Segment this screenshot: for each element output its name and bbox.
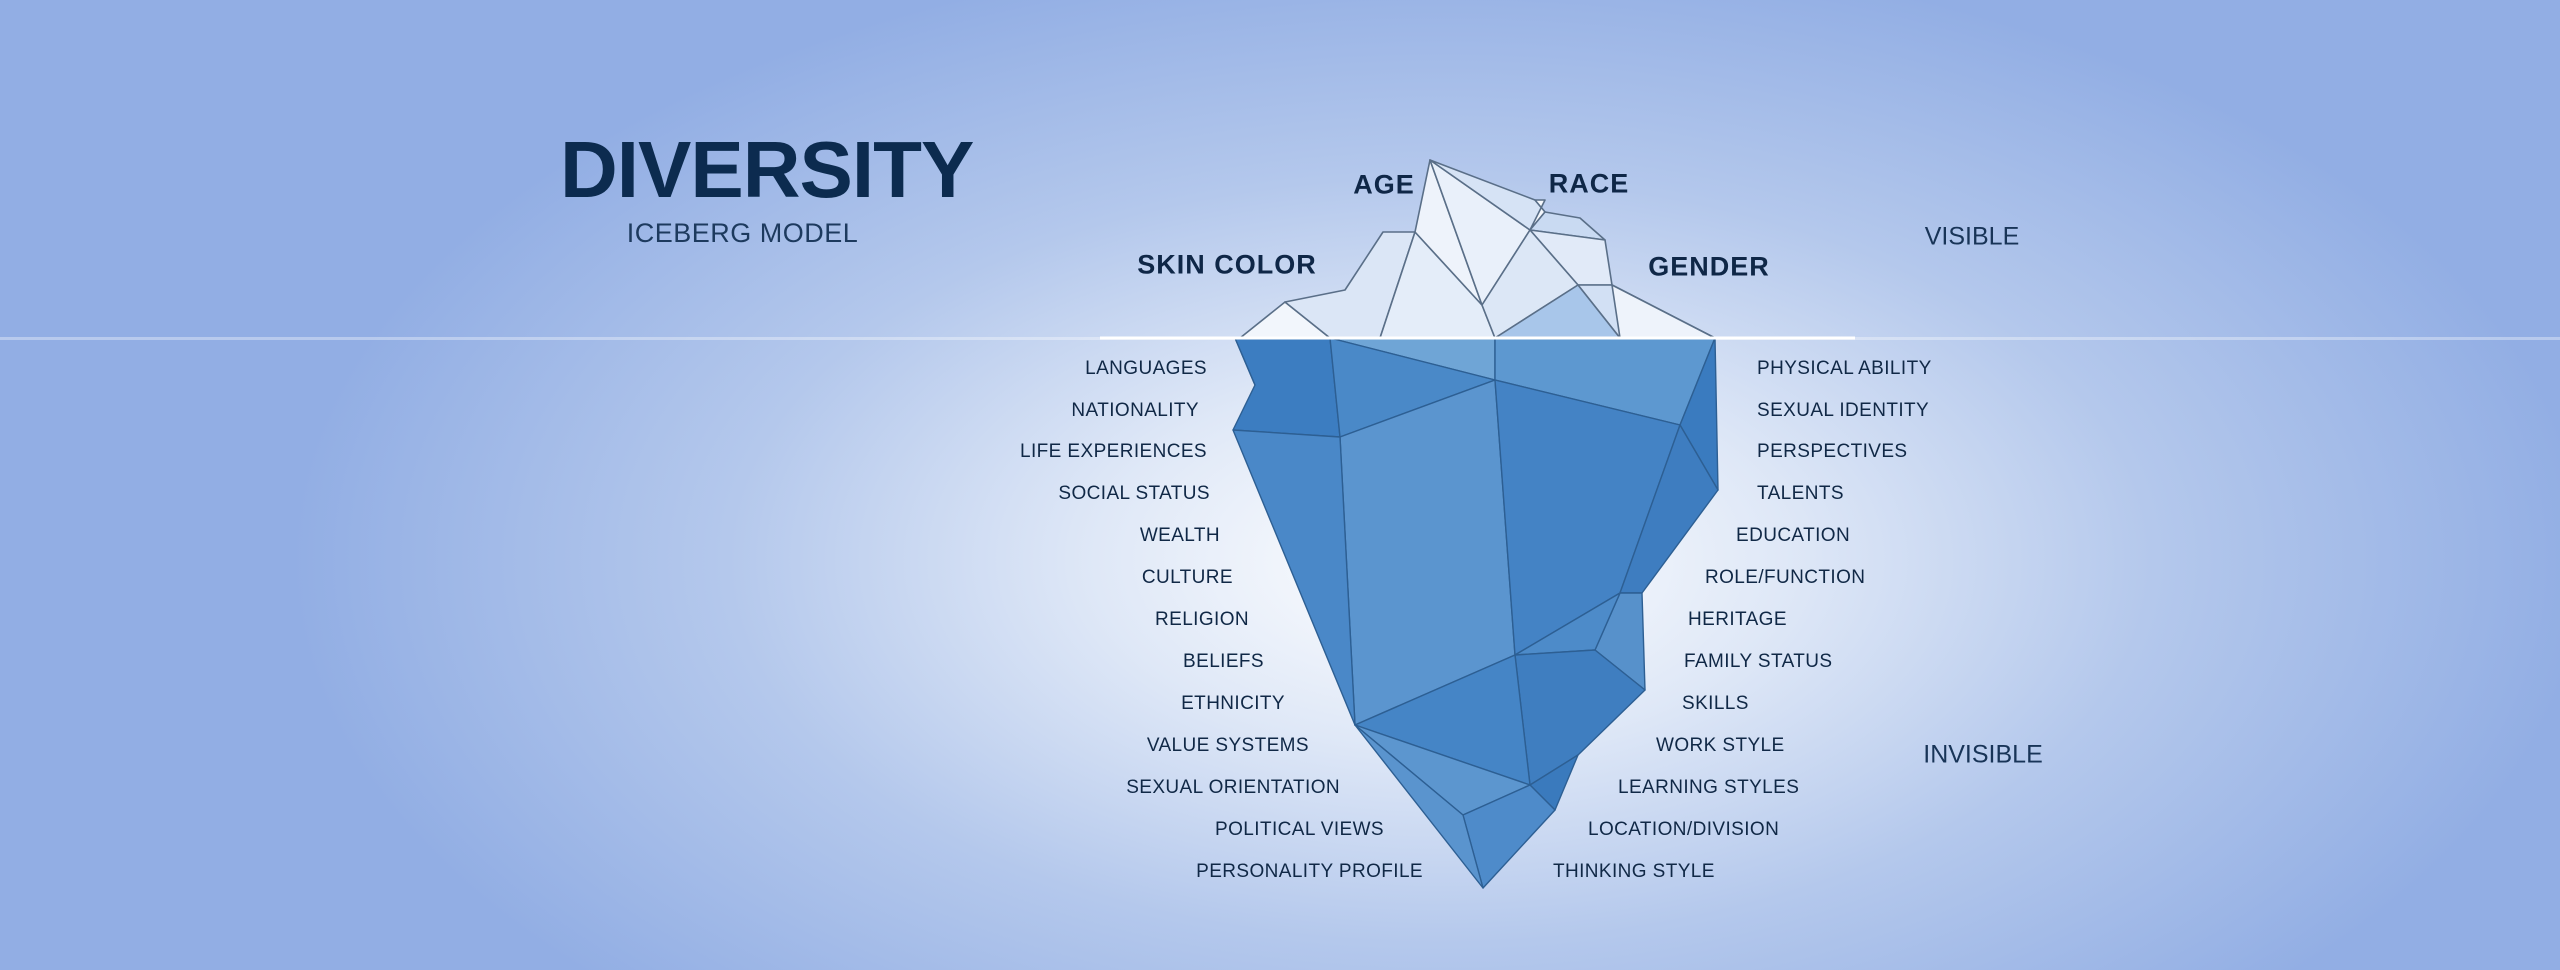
right-item-talents: TALENTS — [1757, 483, 1844, 504]
left-item-ethnicity: ETHNICITY — [1181, 693, 1285, 714]
trait-race: RACE — [1548, 168, 1630, 199]
left-item-sexual-orientation: SEXUAL ORIENTATION — [1126, 777, 1340, 798]
left-item-languages: LANGUAGES — [1085, 358, 1207, 379]
left-item-social-status: SOCIAL STATUS — [1058, 483, 1210, 504]
right-item-skills: SKILLS — [1682, 693, 1749, 714]
right-item-sexual-identity: SEXUAL IDENTITY — [1757, 400, 1930, 421]
right-item-heritage: HERITAGE — [1688, 609, 1787, 630]
right-item-family-status: FAMILY STATUS — [1684, 651, 1833, 672]
trait-skin-color: SKIN COLOR — [1137, 249, 1317, 280]
section-invisible: INVISIBLE — [1923, 740, 2043, 769]
right-item-thinking-style: THINKING STYLE — [1553, 861, 1715, 882]
title-block: DIVERSITY ICEBERG MODEL — [560, 125, 974, 249]
right-item-perspectives: PERSPECTIVES — [1757, 441, 1908, 462]
iceberg-body — [1232, 337, 1719, 889]
right-item-physical-ability: PHYSICAL ABILITY — [1757, 358, 1932, 379]
left-item-beliefs: BELIEFS — [1183, 651, 1264, 672]
page-subtitle: ICEBERG MODEL — [626, 218, 859, 248]
trait-age: AGE — [1353, 169, 1415, 200]
left-item-nationality: NATIONALITY — [1071, 400, 1199, 421]
section-visible: VISIBLE — [1924, 222, 2020, 251]
left-item-wealth: WEALTH — [1139, 525, 1220, 546]
trait-gender: GENDER — [1648, 251, 1770, 282]
left-item-political-views: POLITICAL VIEWS — [1215, 819, 1384, 840]
right-item-location-division: LOCATION/DIVISION — [1588, 819, 1780, 840]
left-item-culture: CULTURE — [1141, 567, 1233, 588]
right-item-learning-styles: LEARNING STYLES — [1618, 777, 1800, 798]
left-item-religion: RELIGION — [1155, 609, 1249, 630]
right-item-role-function: ROLE/FUNCTION — [1705, 567, 1866, 588]
left-item-value-systems: VALUE SYSTEMS — [1146, 735, 1309, 756]
page-title: DIVERSITY — [560, 125, 974, 214]
right-item-education: EDUCATION — [1736, 525, 1851, 546]
left-item-life-experiences: LIFE EXPERIENCES — [1020, 441, 1207, 462]
right-item-work-style: WORK STYLE — [1656, 735, 1785, 756]
left-item-personality-profile: PERSONALITY PROFILE — [1196, 861, 1423, 882]
